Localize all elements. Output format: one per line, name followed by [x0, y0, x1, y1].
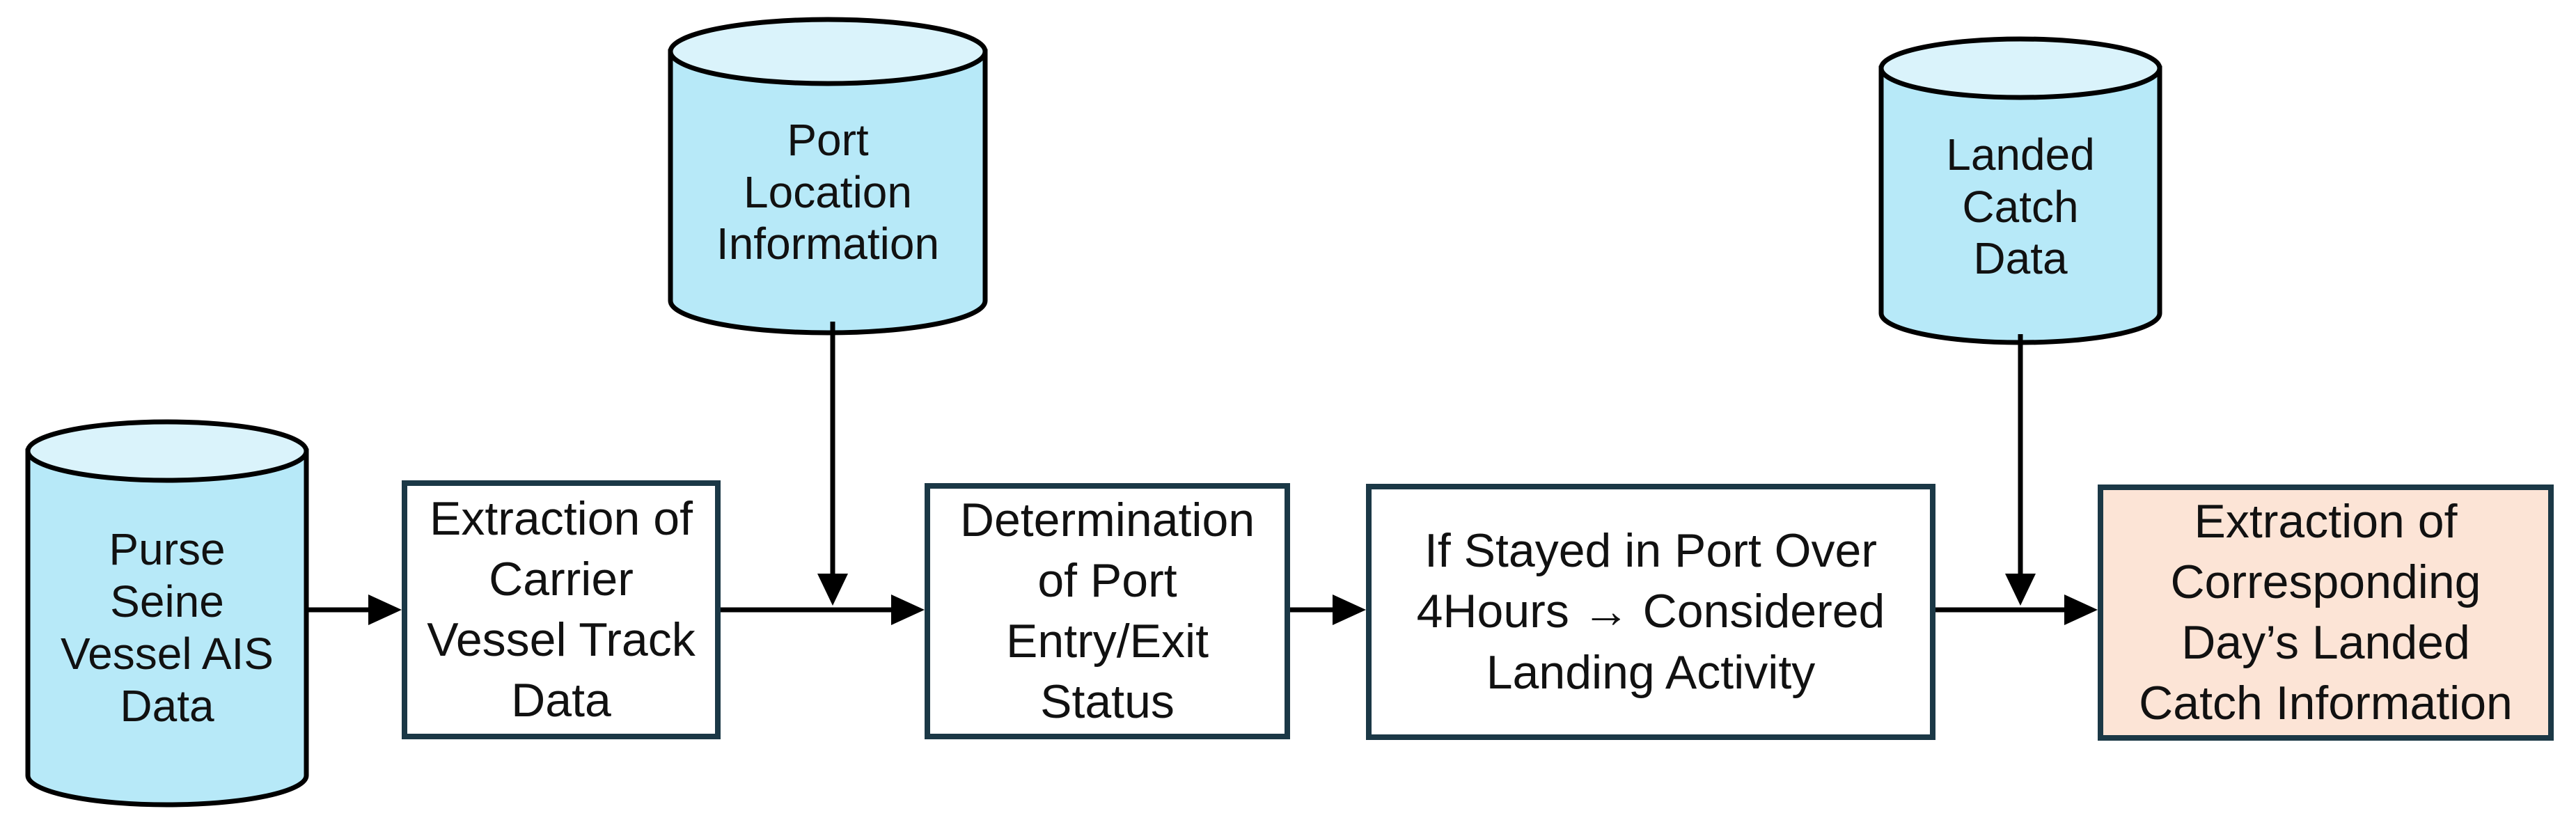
cylinder-top — [668, 17, 988, 86]
arrow-extract-track-to-port-status — [721, 594, 925, 625]
arrowhead-icon — [2064, 594, 2098, 625]
process-box-landing-rule: If Stayed in Port Over 4Hours → Consider… — [1366, 484, 1935, 740]
cylinder-body — [25, 448, 309, 808]
cylinder-body — [1878, 65, 2162, 345]
arrowhead-icon — [2005, 574, 2036, 606]
arrow-ais-to-extract-track — [306, 594, 402, 625]
arrow-landing-rule-to-extract-catch — [1935, 594, 2098, 625]
arrowhead-icon — [891, 594, 925, 625]
arrow-port-status-to-landing-rule — [1290, 594, 1366, 625]
arrowhead-icon — [1333, 594, 1366, 625]
database-cylinder-purse-seine-ais — [25, 419, 309, 808]
arrowhead-icon — [817, 574, 848, 606]
cylinder-top — [1878, 36, 2162, 100]
cylinder-top — [25, 419, 309, 483]
database-cylinder-port-location — [668, 17, 988, 336]
database-cylinder-landed-catch — [1878, 36, 2162, 345]
arrow-landed-catch-down — [2005, 334, 2036, 606]
arrow-port-location-down — [817, 322, 848, 606]
process-box-extract-track: Extraction of Carrier Vessel Track Data — [402, 480, 721, 739]
database-label-landed-catch: Landed Catch Data — [1946, 129, 2095, 284]
arrowhead-icon — [368, 594, 402, 625]
database-label-purse-seine-ais: Purse Seine Vessel AIS Data — [61, 524, 274, 731]
database-label-port-location: Port Location Information — [716, 114, 940, 269]
result-box-extract-catch: Extraction of Corresponding Day’s Landed… — [2098, 485, 2554, 741]
process-box-port-entry-exit: Determination of Port Entry/Exit Status — [925, 483, 1290, 739]
